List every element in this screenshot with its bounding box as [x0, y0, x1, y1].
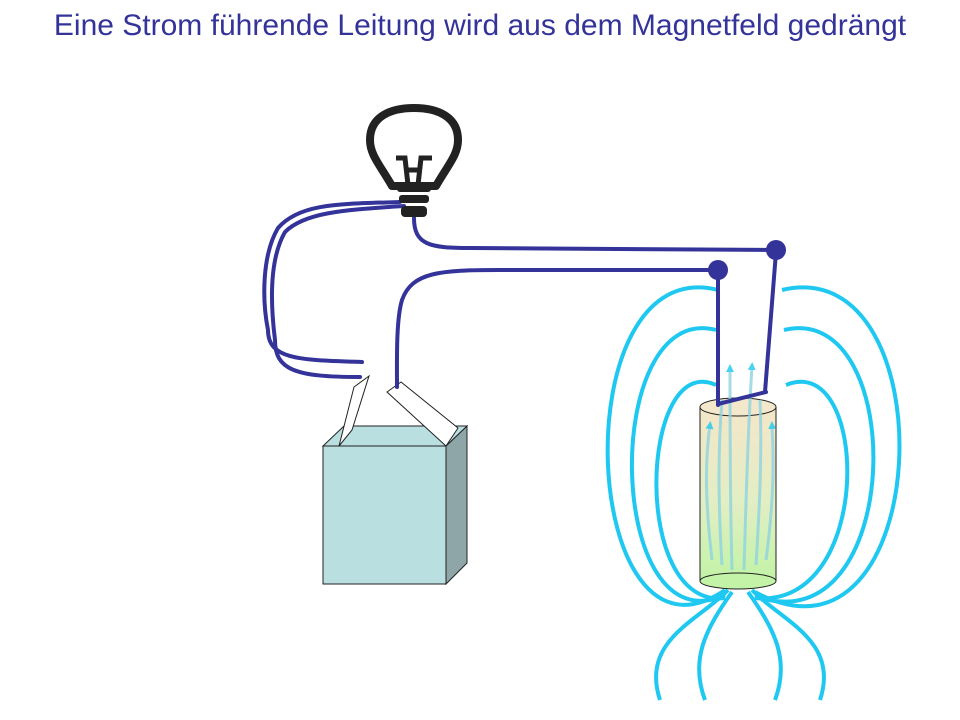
- field-line-left-inner: [654, 379, 726, 601]
- light-bulb-icon: [366, 104, 462, 217]
- battery: [321, 374, 469, 586]
- wire-battery-left-to-bulb: [262, 200, 402, 364]
- bulb-socket-2: [399, 195, 429, 203]
- field-line-right-outer: [754, 285, 902, 609]
- conductor-right-vertical: [763, 250, 778, 394]
- battery-front: [322, 445, 447, 585]
- battery-terminal-left: [338, 374, 370, 447]
- field-line-left-bottom-inner: [697, 590, 734, 701]
- magnetic-field-lines: [605, 285, 902, 701]
- field-line-right-inner: [754, 380, 850, 601]
- circuit-wires: [262, 200, 778, 407]
- terminal-dot-left: [708, 260, 728, 280]
- inner-field-lines: [704, 362, 777, 571]
- slide-title: Eine Strom führende Leitung wird aus dem…: [53, 9, 907, 42]
- wire-battery-left-to-bulb-2: [270, 204, 406, 379]
- field-line-right-bottom-inner: [746, 590, 783, 701]
- bulb-glass: [366, 104, 462, 190]
- magnet-bottom-edge: [699, 572, 777, 590]
- magnet-body: [699, 406, 777, 582]
- terminal-dot-right: [766, 240, 786, 260]
- field-line-left-mid: [629, 326, 726, 603]
- field-line-right-bottom-outer: [750, 588, 826, 701]
- field-line-left-outer: [605, 285, 727, 607]
- bulb-socket-1: [397, 184, 431, 192]
- wire-bulb-to-rail-right: [412, 216, 777, 252]
- field-line-left-bottom-outer: [654, 588, 730, 701]
- conductor-swing-bar: [716, 390, 768, 406]
- battery-side: [445, 424, 468, 586]
- bar-magnet: [699, 397, 777, 590]
- field-line-right-mid: [754, 326, 876, 604]
- bulb-filament: [396, 155, 432, 186]
- bulb-socket-3: [401, 206, 427, 217]
- wire-battery-right-to-rail: [394, 268, 722, 389]
